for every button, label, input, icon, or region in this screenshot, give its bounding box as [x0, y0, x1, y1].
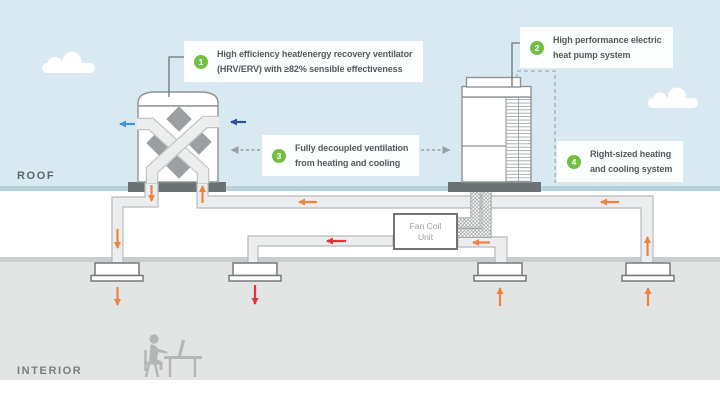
callout-number-badge: 4 [567, 154, 581, 169]
callout-text-line: Fully decoupled ventilation [295, 143, 409, 153]
callout-decoupled-ventilation: 3 Fully decoupled ventilation from heati… [262, 135, 420, 176]
ceiling-diffuser-icon [473, 262, 527, 282]
person-at-desk-icon [144, 334, 202, 378]
callout-text-line: Right-sized heating [590, 149, 672, 159]
callout-text-line: (HRV/ERV) with ≥82% sensible effectivene… [217, 63, 403, 74]
cloud-icon [648, 87, 698, 108]
callout-text: High performance electric heat pump syst… [553, 33, 662, 62]
refrigerant-lines [458, 192, 492, 238]
callout-text-line: heat pump system [553, 49, 631, 60]
ceiling-line [0, 257, 720, 262]
fan-coil-unit-box: Fan Coil Unit [393, 213, 458, 250]
roof-zone-label: ROOF [17, 170, 56, 182]
flow-arrows [114, 118, 652, 306]
callout-number-badge: 2 [530, 40, 544, 55]
callout-text-line: from heating and cooling [295, 157, 401, 168]
ceiling-diffuser-icon [228, 262, 282, 282]
callout-number-badge: 3 [272, 148, 286, 163]
fan-coil-label-line: Unit [417, 231, 434, 242]
heat-pump-cap [465, 76, 522, 88]
ceiling-diffusers [90, 262, 675, 282]
hrv-dome-top [137, 91, 219, 107]
fan-coil-supply-duct [247, 235, 394, 264]
interior-zone-label: INTERIOR [17, 365, 83, 377]
ceiling-diffuser-icon [90, 262, 144, 282]
callout-right-sized: 4 Right-sized heating and cooling system [557, 141, 684, 182]
callout-text: Fully decoupled ventilation from heating… [295, 141, 408, 170]
crossing-air-streams [137, 115, 219, 183]
callout-text-line: High efficiency heat/energy recovery ven… [217, 49, 413, 59]
fan-coil-label-line: Fan Coil [409, 220, 442, 231]
hrv-erv-unit-icon [137, 91, 219, 183]
callout-text: High efficiency heat/energy recovery ven… [217, 47, 412, 76]
callout-text-line: High performance electric [553, 35, 662, 45]
hrv-roof-base [128, 182, 226, 192]
callout-text-line: and cooling system [590, 163, 673, 174]
duct-network [111, 182, 654, 264]
cloud-icon [42, 52, 95, 73]
heat-pump-unit-icon [461, 76, 532, 183]
callout-number-badge: 1 [194, 54, 208, 69]
right-sized-dashed-outline [516, 70, 556, 183]
heat-pump-top-band [461, 85, 532, 98]
callout-hrv-erv: 1 High efficiency heat/energy recovery v… [184, 41, 424, 82]
callout-text: Right-sized heating and cooling system [590, 147, 672, 176]
callout-heat-pump: 2 High performance electric heat pump sy… [520, 27, 673, 68]
callout-connector-lines [168, 42, 520, 97]
ceiling-diffuser-icon [621, 262, 675, 282]
heat-pump-roof-base [448, 182, 541, 192]
roof-edge-line [0, 186, 720, 191]
fan-coil-return-duct [457, 236, 508, 264]
